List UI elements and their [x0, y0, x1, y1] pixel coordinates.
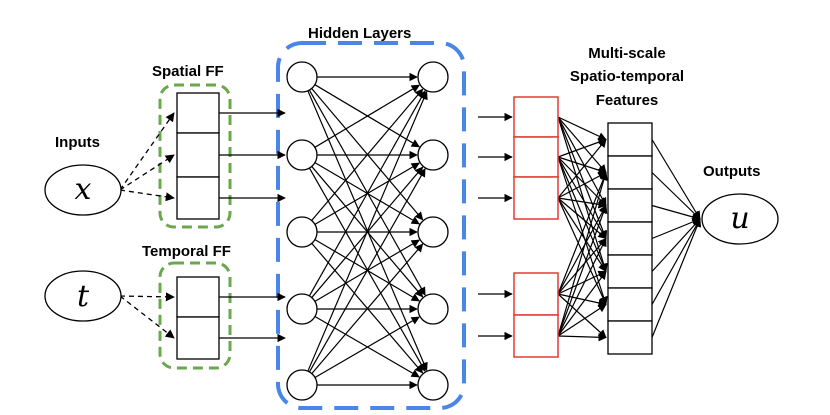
feature-to-concat-connection — [557, 204, 608, 337]
feature-to-concat-connection — [557, 156, 607, 273]
output-u-node — [701, 193, 779, 245]
feature-to-concat-connection — [557, 237, 607, 295]
temporal-ff-block — [176, 276, 220, 360]
hidden-neuron — [417, 139, 449, 171]
feature-to-concat-connection — [557, 116, 607, 207]
feature-to-concat-connection — [557, 156, 607, 175]
hidden-neuron — [417, 216, 449, 248]
hidden-layer-connection — [311, 243, 424, 374]
hidden-layer-connection — [308, 90, 426, 297]
concat-to-output-connection — [651, 218, 701, 305]
spatial-feature-cell — [513, 136, 559, 178]
feature-to-concat-connection — [557, 197, 607, 209]
concat-feature-cell — [607, 188, 653, 223]
hidden-neuron — [286, 61, 318, 93]
concat-feature-cell — [607, 122, 653, 157]
feature-to-concat-connection — [557, 171, 607, 199]
concat-to-output-connection — [651, 218, 701, 272]
features-label-line1: Multi-scale — [588, 45, 666, 62]
feature-to-concat-connection — [557, 171, 608, 295]
hidden-neuron — [286, 139, 318, 171]
spatial-feature-cell — [513, 176, 559, 220]
feature-to-concat-connection — [557, 116, 608, 240]
input-x-node — [44, 164, 122, 216]
hidden-layer-connection — [308, 168, 426, 373]
hidden-neuron — [417, 293, 449, 325]
hidden-layer-connection — [311, 88, 424, 221]
features-label-line2: Spatio-temporal — [570, 68, 684, 85]
spatial-ff-group-outline — [158, 83, 232, 229]
hidden-layer-connection — [307, 90, 428, 372]
features-label-line3: Features — [596, 92, 659, 109]
outputs-label: Outputs — [703, 163, 761, 180]
hidden-neurons — [286, 61, 449, 401]
feature-to-concat-connection — [557, 293, 607, 307]
dashed-input-connection — [119, 154, 175, 191]
spatial-feature-block — [513, 96, 559, 220]
dashed-input-connection — [119, 295, 175, 339]
input-t-symbol: t — [77, 279, 90, 314]
feature-to-concat-connection — [557, 116, 607, 141]
feature-to-concat-connection — [557, 156, 608, 306]
input-x-symbol: x — [75, 172, 92, 207]
dashed-input-connection — [119, 189, 175, 202]
concat-feature-cell — [607, 221, 653, 256]
output-u-symbol: u — [730, 201, 749, 236]
temporal-feature-cell — [513, 314, 559, 358]
concat-feature-cell — [607, 254, 653, 289]
temporal-feature-block — [513, 272, 559, 358]
temporal-feature-cell — [513, 272, 559, 316]
spatial-ff-cell — [176, 92, 220, 134]
hidden-neuron — [286, 369, 318, 401]
temporal-ff-cell — [176, 316, 220, 360]
spatial-ff-cell — [176, 132, 220, 178]
feature-to-concat-connection — [557, 197, 607, 240]
feature-to-concat-connection — [557, 333, 607, 342]
feature-to-concat-connection — [557, 270, 607, 295]
feature-to-concat-connection — [557, 156, 607, 240]
concat-feature-cell — [607, 320, 653, 355]
hidden-layer-connection — [314, 316, 420, 378]
temporal-ff-label: Temporal FF — [142, 243, 231, 260]
inputs-label: Inputs — [55, 134, 100, 151]
concat-feature-cell — [607, 287, 653, 322]
connection-lines — [119, 72, 702, 390]
input-t-node — [44, 270, 122, 322]
spatial-ff-block — [176, 92, 220, 220]
temporal-ff-cell — [176, 276, 220, 318]
hidden-layers-group-outline — [276, 41, 466, 410]
feature-to-concat-connection — [557, 293, 607, 339]
feature-to-concat-connection — [557, 138, 607, 199]
hidden-layer-connection — [314, 84, 420, 148]
feature-to-concat-connection — [557, 156, 607, 207]
hidden-layers-label: Hidden Layers — [308, 25, 411, 42]
feature-to-concat-connection — [557, 171, 608, 337]
hidden-neuron — [286, 293, 318, 325]
concatenated-feature-block — [607, 122, 653, 355]
feature-to-concat-connection — [557, 303, 607, 337]
feature-to-concat-connection — [557, 116, 607, 174]
temporal-ff-group-outline — [158, 261, 232, 370]
concat-to-output-connection — [651, 218, 702, 338]
hidden-neuron — [286, 216, 318, 248]
spatial-feature-cell — [513, 96, 559, 138]
feature-to-concat-connection — [557, 197, 607, 306]
feature-to-concat-connection — [557, 204, 607, 295]
dashed-input-connection — [119, 292, 175, 302]
feature-to-concat-connection — [557, 270, 607, 337]
concat-to-output-connection — [651, 172, 701, 220]
concat-to-output-connection — [651, 204, 701, 221]
feature-to-concat-connection — [557, 237, 607, 337]
hidden-neuron — [417, 369, 449, 401]
spatial-ff-cell — [176, 176, 220, 220]
hidden-neuron — [417, 61, 449, 93]
concat-to-output-connection — [651, 139, 701, 220]
dashed-input-connection — [119, 112, 175, 191]
concat-feature-cell — [607, 155, 653, 190]
spatial-ff-label: Spatial FF — [152, 63, 224, 80]
